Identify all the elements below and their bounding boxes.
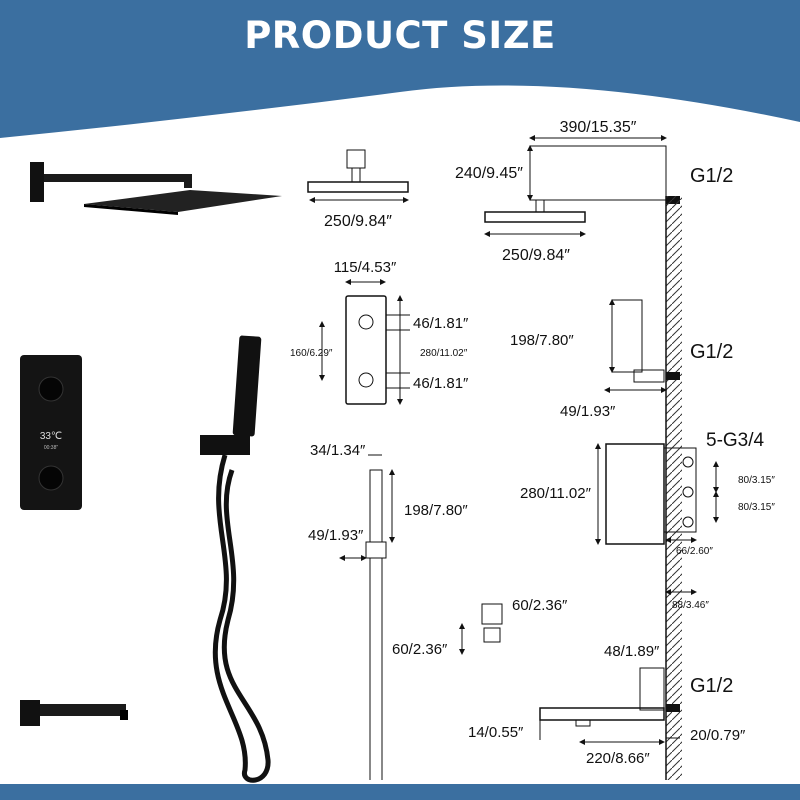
rough-depth-label: 66/2.60″ <box>676 546 713 557</box>
knob-bottom-label: 46/1.81″ <box>413 375 469 392</box>
spout-length-label: 220/8.66″ <box>586 750 650 767</box>
valve-panel-photo: 33℃ 00:38″ <box>20 355 82 510</box>
valve-height-label: 280/11.02″ <box>420 348 468 359</box>
holder-connection: G1/2 <box>690 341 733 363</box>
holder-height-label: 198/7.80″ <box>510 332 574 349</box>
spout-dimension-view: 48/1.89″ 14/0.55″ 220/8.66″ 20/0.79″ G1/… <box>468 643 746 767</box>
holder-side-view: 198/7.80″ 49/1.93″ G1/2 <box>510 299 733 420</box>
showerhead-top-width: 250/9.84″ <box>324 213 392 230</box>
outlet-dimension-view: 60/2.36″ 60/2.36″ <box>392 597 568 658</box>
knob-spacing-label: 160/6.29″ <box>290 348 333 359</box>
valve-width-label: 115/4.53″ <box>334 259 397 276</box>
rough-connection: 5-G3/4 <box>706 430 765 451</box>
valve-dimension-view: 115/4.53″ 160/6.29″ 280/11.02″ 46/1.81″ … <box>290 259 469 405</box>
hand-offset-label: 49/1.93″ <box>308 527 364 544</box>
showerhead-side-view: 390/15.35″ 240/9.45″ 250/9.84″ G1/2 <box>455 119 733 264</box>
rough-spacing-top: 80/3.15″ <box>738 475 775 486</box>
handshower-dimension-view: 34/1.34″ 198/7.80″ 49/1.93″ <box>308 442 468 780</box>
header-banner: PRODUCT SIZE <box>0 0 800 140</box>
footer-bar <box>0 784 800 800</box>
spout-projection-label: 20/0.79″ <box>690 727 746 744</box>
rough-height-label: 280/11.02″ <box>520 485 592 502</box>
header-wave <box>0 0 800 138</box>
wall-section <box>665 196 682 780</box>
valve-display-temp: 33℃ <box>40 431 62 442</box>
outlet-height-label: 60/2.36″ <box>392 641 448 658</box>
shower-arm-photo <box>30 162 282 215</box>
showerhead-front-view: 250/9.84″ <box>307 149 409 230</box>
hand-head-width-label: 34/1.34″ <box>310 442 366 459</box>
rough-total-depth-label: 88/3.46″ <box>672 600 709 611</box>
outlet-width-label: 60/2.36″ <box>512 597 568 614</box>
spout-depth-label: 48/1.89″ <box>604 643 660 660</box>
rough-spacing-bottom: 80/3.15″ <box>738 502 775 513</box>
holder-offset-label: 49/1.93″ <box>560 403 616 420</box>
spout-height-label: 14/0.55″ <box>468 724 524 741</box>
valve-display-sub: 00:38″ <box>44 445 59 451</box>
side-width-label: 250/9.84″ <box>502 247 570 264</box>
handshower-photo <box>200 335 271 783</box>
page-title: PRODUCT SIZE <box>244 14 556 57</box>
tub-spout-photo <box>20 700 128 726</box>
spout-connection: G1/2 <box>690 675 733 697</box>
drop-height-label: 240/9.45″ <box>455 165 523 182</box>
hand-length-label: 198/7.80″ <box>404 502 468 519</box>
rough-in-view: 280/11.02″ 5-G3/4 80/3.15″ 80/3.15″ 66/2… <box>520 430 775 611</box>
knob-top-label: 46/1.81″ <box>413 315 469 332</box>
header-bg <box>0 0 800 138</box>
arm-length-label: 390/15.35″ <box>560 119 637 136</box>
showerhead-connection: G1/2 <box>690 165 733 187</box>
